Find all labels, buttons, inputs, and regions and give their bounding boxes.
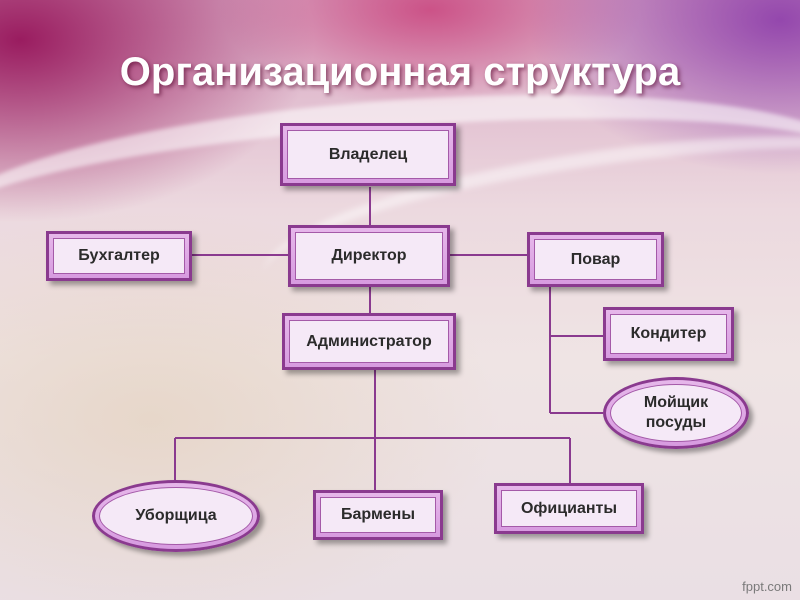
node-accountant-label: Бухгалтер bbox=[53, 238, 185, 274]
node-confectioner-label: Кондитер bbox=[610, 314, 727, 354]
node-director: Директор bbox=[288, 225, 450, 287]
node-cook: Повар bbox=[527, 232, 664, 287]
node-cleaner: Уборщица bbox=[92, 480, 260, 552]
node-owner: Владелец bbox=[280, 123, 456, 186]
node-confectioner: Кондитер bbox=[603, 307, 734, 361]
node-administrator: Администратор bbox=[282, 313, 456, 370]
node-waiters-label: Официанты bbox=[501, 490, 637, 527]
watermark: fppt.com bbox=[742, 579, 792, 594]
node-accountant: Бухгалтер bbox=[46, 231, 192, 281]
node-waiters: Официанты bbox=[494, 483, 644, 534]
node-owner-label: Владелец bbox=[287, 130, 449, 179]
node-cleaner-label: Уборщица bbox=[99, 487, 253, 545]
node-director-label: Директор bbox=[295, 232, 443, 280]
node-dishwasher-label: Мойщик посуды bbox=[610, 384, 742, 442]
node-administrator-label: Администратор bbox=[289, 320, 449, 363]
slide-title: Организационная структура bbox=[119, 50, 681, 94]
node-cook-label: Повар bbox=[534, 239, 657, 280]
node-barmen: Бармены bbox=[313, 490, 443, 540]
node-barmen-label: Бармены bbox=[320, 497, 436, 533]
node-dishwasher: Мойщик посуды bbox=[603, 377, 749, 449]
